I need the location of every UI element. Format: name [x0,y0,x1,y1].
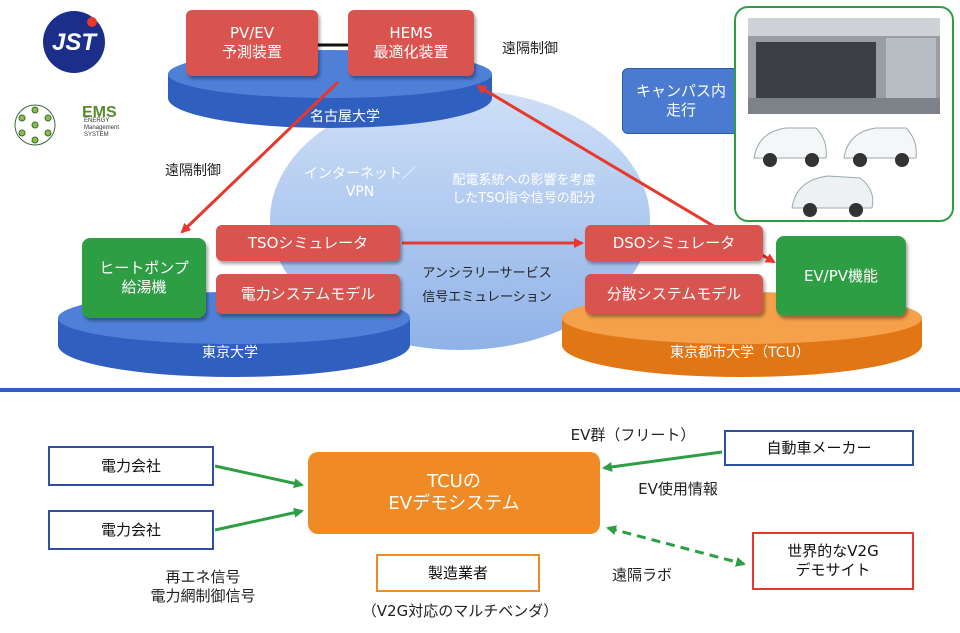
dso-simulator-box: DSOシミュレータ [585,225,763,261]
power-company-box-2: 電力会社 [48,510,214,550]
internet-vpn-label: インターネット／ VPN [304,166,416,200]
campus-photo-frame [734,6,954,222]
power-company-box-1: 電力会社 [48,446,214,486]
multivendor-note: （V2G対応のマルチベンダ） [361,602,559,620]
ev-usage-label: EV使用情報 [638,480,718,498]
ev-car-icon [843,127,917,167]
power-system-model-box: 電力システムモデル [216,274,400,314]
campus-driving-box: キャンパス内 走行 [622,68,740,134]
ems-subtitle: ENERGY Management SYSTEM [84,118,120,138]
car-maker-box: 自動車メーカー [724,430,914,466]
arrow-power-co-2 [214,507,304,532]
ems-logo: EMS ENERGY Management SYSTEM [10,100,150,152]
hems-optimizer-box: HEMS 最適化装置 [348,10,474,76]
tso-simulator-box: TSOシミュレータ [216,225,400,261]
ev-car-icon [753,127,827,167]
ancillary-emulation-label: アンシラリーサービス 信号エミュレーション [422,266,552,305]
ev-car-icon [791,175,874,217]
svg-text:EMS: EMS [82,104,117,121]
remote-lab-label: 遠隔ラボ [611,566,672,584]
heat-pump-box: ヒートポンプ 給湯機 [82,238,206,318]
remote-control-top-label: 遠隔制御 [502,41,558,57]
nagoya-platform [168,50,492,128]
manufacturer-box: 製造業者 [376,554,540,592]
arrow-power-co-1 [214,464,304,489]
pvev-forecaster-box: PV/EV 予測装置 [186,10,318,76]
jst-logo: JST [34,8,114,76]
nagoya-univ-label: 名古屋大学 [310,109,380,125]
building-photo [748,18,940,114]
tso-signal-allocation-label: 配電系統への影響を考慮 したTSO指令信号の配分 [452,173,596,206]
signals-label: 再エネ信号 電力網制御信号 [150,568,256,605]
distributed-system-model-box: 分散システムモデル [585,274,763,314]
ev-pv-function-box: EV/PV機能 [776,236,906,316]
arrow-remote-lab [606,525,746,567]
remote-control-left-label: 遠隔制御 [165,163,221,179]
arrow-hems-to-heatpump [180,80,340,234]
svg-text:JST: JST [52,29,98,56]
arrow-car-maker [602,450,723,472]
ev-fleet-label: EV群（フリート） [570,426,696,444]
tcu-label: 東京都市大学（TCU） [670,345,810,361]
tokyo-univ-label: 東京大学 [202,345,258,361]
tcu-ev-demo-system-box: TCUの EVデモシステム [308,452,600,534]
global-v2g-demo-site-box: 世界的なV2G デモサイト [752,532,914,590]
